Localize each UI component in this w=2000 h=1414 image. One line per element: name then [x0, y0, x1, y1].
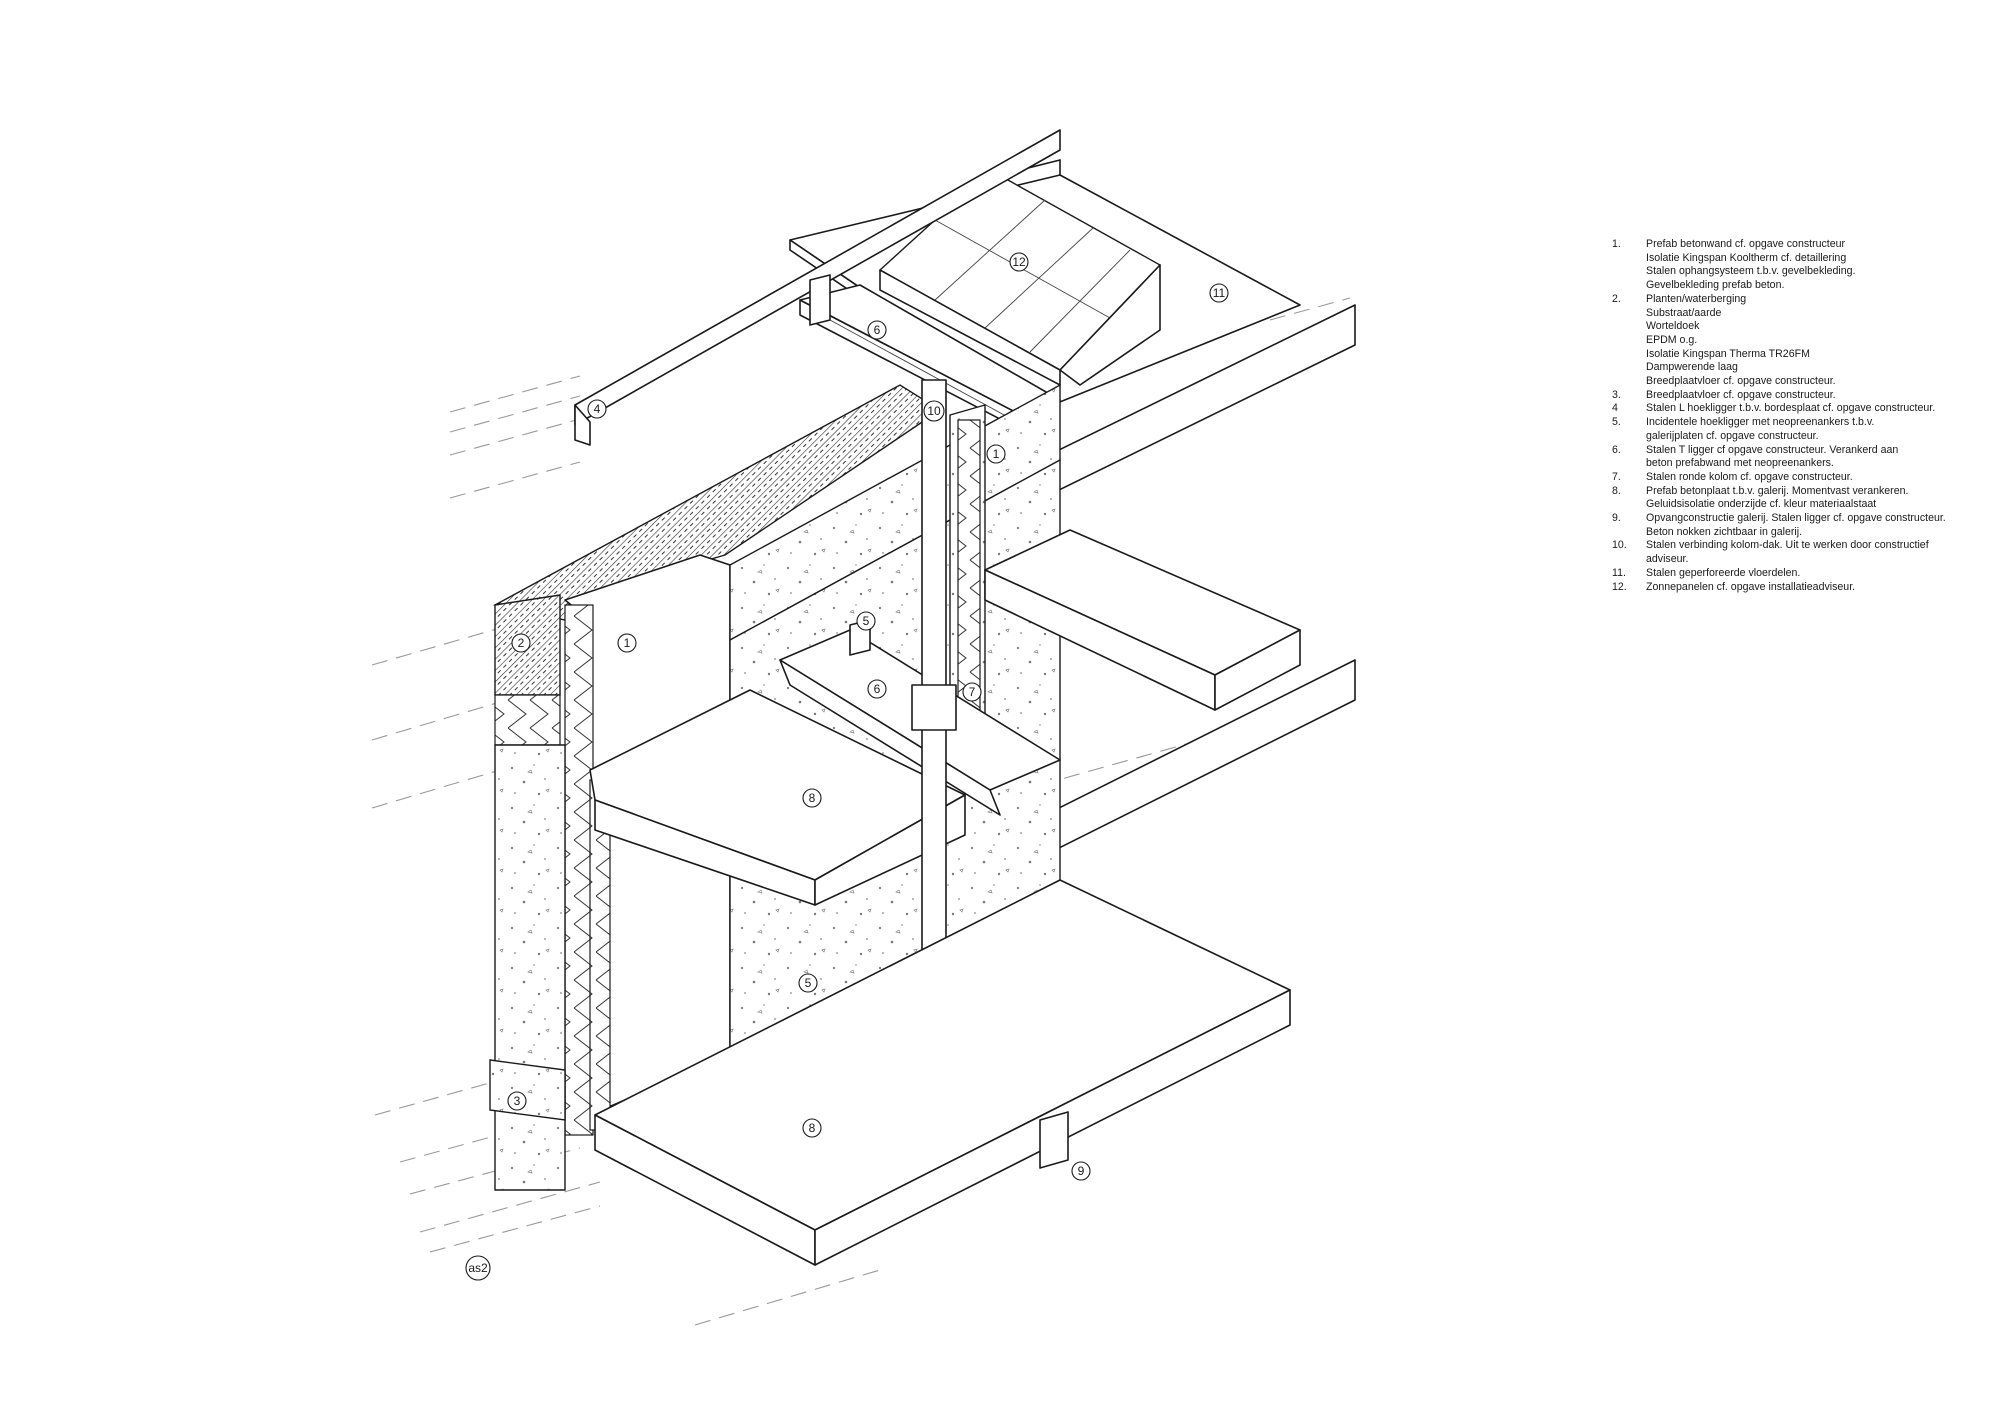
legend-text: Stalen L hoekligger t.b.v. bordesplaat c…	[1646, 402, 1936, 415]
legend-text: Stalen verbinding kolom-dak. Uit te werk…	[1646, 539, 1929, 552]
legend-number: 7.	[1612, 470, 1621, 483]
tag-7: 7	[962, 682, 982, 702]
legend-text: galerijplaten cf. opgave constructeur.	[1646, 429, 1819, 442]
svg-text:8: 8	[809, 1121, 816, 1135]
legend-item: 8. Prefab betonplaat t.b.v. galerij. Mome…	[1612, 485, 1992, 512]
legend-text: Worteldoek	[1646, 320, 1700, 333]
svg-text:11: 11	[1213, 286, 1226, 300]
legend-number: 8.	[1612, 484, 1621, 497]
legend-text: Stalen T ligger cf opgave constructeur. …	[1646, 443, 1899, 456]
legend-item: 10. Stalen verbinding kolom-dak. Uit te w…	[1612, 539, 1992, 566]
tag-5b: 5	[798, 973, 818, 993]
tag-2: 2	[511, 633, 531, 653]
legend-text: Breedplaatvloer cf. opgave constructeur.	[1646, 388, 1836, 401]
legend-text: Prefab betonplaat t.b.v. galerij. Moment…	[1646, 484, 1909, 497]
svg-text:9: 9	[1078, 1164, 1085, 1178]
legend-text: Zonnepanelen cf. opgave installatieadvis…	[1646, 580, 1856, 593]
legend-item: 1. Prefab betonwand cf. opgave constructe…	[1612, 238, 1992, 293]
legend-number: 4	[1612, 402, 1618, 415]
tag-1b: 1	[617, 633, 637, 653]
svg-text:8: 8	[809, 791, 816, 805]
legend-text: EPDM o.g.	[1646, 333, 1698, 346]
legend-text: Dampwerende laag	[1646, 361, 1738, 374]
legend: 1. Prefab betonwand cf. opgave constructe…	[1612, 238, 1992, 594]
tag-10: 10	[923, 400, 945, 422]
svg-text:3: 3	[514, 1094, 521, 1108]
legend-item: 7. Stalen ronde kolom cf. opgave construc…	[1612, 471, 1992, 485]
svg-text:10: 10	[927, 404, 941, 418]
svg-text:1: 1	[993, 447, 1000, 461]
legend-text: Stalen geperforeerde vloerdelen.	[1646, 566, 1801, 579]
legend-text: Isolatie Kingspan Kooltherm cf. detaille…	[1646, 251, 1847, 264]
legend-text: Incidentele hoekligger met neopreenanker…	[1646, 416, 1875, 429]
svg-text:as2: as2	[468, 1261, 488, 1275]
svg-text:5: 5	[805, 976, 812, 990]
legend-item: 9. Opvangconstructie galerij. Stalen ligg…	[1612, 512, 1992, 539]
svg-text:7: 7	[969, 685, 976, 699]
tag-6b: 6	[867, 679, 887, 699]
legend-number: 9.	[1612, 512, 1621, 525]
legend-text: Geluidsisolatie onderzijde cf. kleur mat…	[1646, 498, 1877, 511]
svg-text:5: 5	[863, 614, 870, 628]
legend-number: 3.	[1612, 388, 1621, 401]
tag-5a: 5	[856, 611, 876, 631]
legend-number: 12.	[1612, 580, 1627, 593]
legend-item: 4 Stalen L hoekligger t.b.v. bordesplaat …	[1612, 402, 1992, 416]
legend-number: 1.	[1612, 238, 1621, 250]
legend-item: 6. Stalen T ligger cf opgave constructeur…	[1612, 444, 1992, 471]
svg-text:12: 12	[1012, 255, 1026, 269]
legend-number: 5.	[1612, 416, 1621, 429]
tag-4: 4	[587, 399, 607, 419]
tag-as2: as2	[465, 1255, 491, 1281]
svg-text:6: 6	[874, 323, 881, 337]
svg-text:4: 4	[594, 402, 601, 416]
legend-text: Gevelbekleding prefab beton.	[1646, 279, 1785, 292]
legend-number: 10.	[1612, 539, 1627, 552]
tag-8a: 8	[802, 788, 822, 808]
svg-text:2: 2	[518, 636, 525, 650]
tag-11: 11	[1209, 283, 1229, 303]
legend-text: Prefab betonwand cf. opgave constructeur	[1646, 238, 1846, 250]
tag-6a: 6	[867, 320, 887, 340]
svg-text:6: 6	[874, 682, 881, 696]
prefab-wall	[489, 383, 1061, 1191]
legend-text: Stalen ophangsysteem t.b.v. gevelbekledi…	[1646, 265, 1856, 278]
tag-3: 3	[507, 1091, 527, 1111]
legend-text: Opvangconstructie galerij. Stalen ligger…	[1646, 512, 1946, 525]
legend-text: beton prefabwand met neopreenankers.	[1646, 457, 1834, 470]
legend-text: Breedplaatvloer cf. opgave constructeur.	[1646, 375, 1836, 388]
tag-9: 9	[1071, 1161, 1091, 1181]
legend-item: 3. Breedplaatvloer cf. opgave constructeu…	[1612, 389, 1992, 403]
legend-number: 11.	[1612, 566, 1626, 579]
roof-beams	[574, 129, 1061, 446]
legend-item: 12. Zonnepanelen cf. opgave installatiead…	[1612, 581, 1992, 595]
tag-8b: 8	[802, 1118, 822, 1138]
legend-item: 11. Stalen geperforeerde vloerdelen.	[1612, 567, 1992, 581]
legend-text: Isolatie Kingspan Therma TR26FM	[1646, 347, 1810, 360]
tag-1a: 1	[986, 444, 1006, 464]
legend-text: Planten/waterberging	[1646, 292, 1747, 305]
tag-12: 12	[1009, 252, 1029, 272]
legend-text: Substraat/aarde	[1646, 306, 1722, 319]
gallery-slab-lower	[594, 879, 1291, 1266]
legend-number: 6.	[1612, 443, 1621, 456]
svg-text:1: 1	[624, 636, 631, 650]
legend-item: 5. Incidentele hoekligger met neopreenank…	[1612, 416, 1992, 443]
legend-text: adviseur.	[1646, 553, 1689, 566]
legend-text: Beton nokken zichtbaar in galerij.	[1646, 525, 1803, 538]
legend-number: 2.	[1612, 292, 1621, 305]
legend-text: Stalen ronde kolom cf. opgave constructe…	[1646, 470, 1853, 483]
